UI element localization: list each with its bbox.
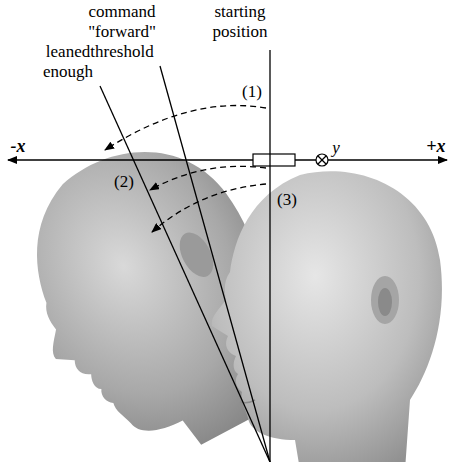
motion-arc: [152, 184, 266, 232]
starting-line: [269, 50, 270, 462]
axis-label: +x: [426, 136, 445, 156]
axis-label: -x: [11, 136, 26, 156]
threshold-line: [160, 66, 270, 462]
y-axis-symbol: [316, 154, 328, 166]
upright-head: [212, 171, 442, 462]
axis-label: y: [332, 138, 340, 158]
motion-arc: [150, 166, 266, 190]
x-axis: [8, 159, 447, 160]
callout-number: (3): [277, 190, 297, 210]
leaned-label: leaned enough: [37, 42, 99, 82]
leaned-line: [100, 86, 270, 462]
threshold-label: command "forward" threshold: [81, 2, 163, 62]
motion-arc: [105, 106, 266, 150]
callout-number: (2): [114, 172, 134, 192]
callout-number: (1): [242, 82, 262, 102]
sensor: [253, 154, 295, 166]
position-label: starting position: [204, 2, 276, 42]
